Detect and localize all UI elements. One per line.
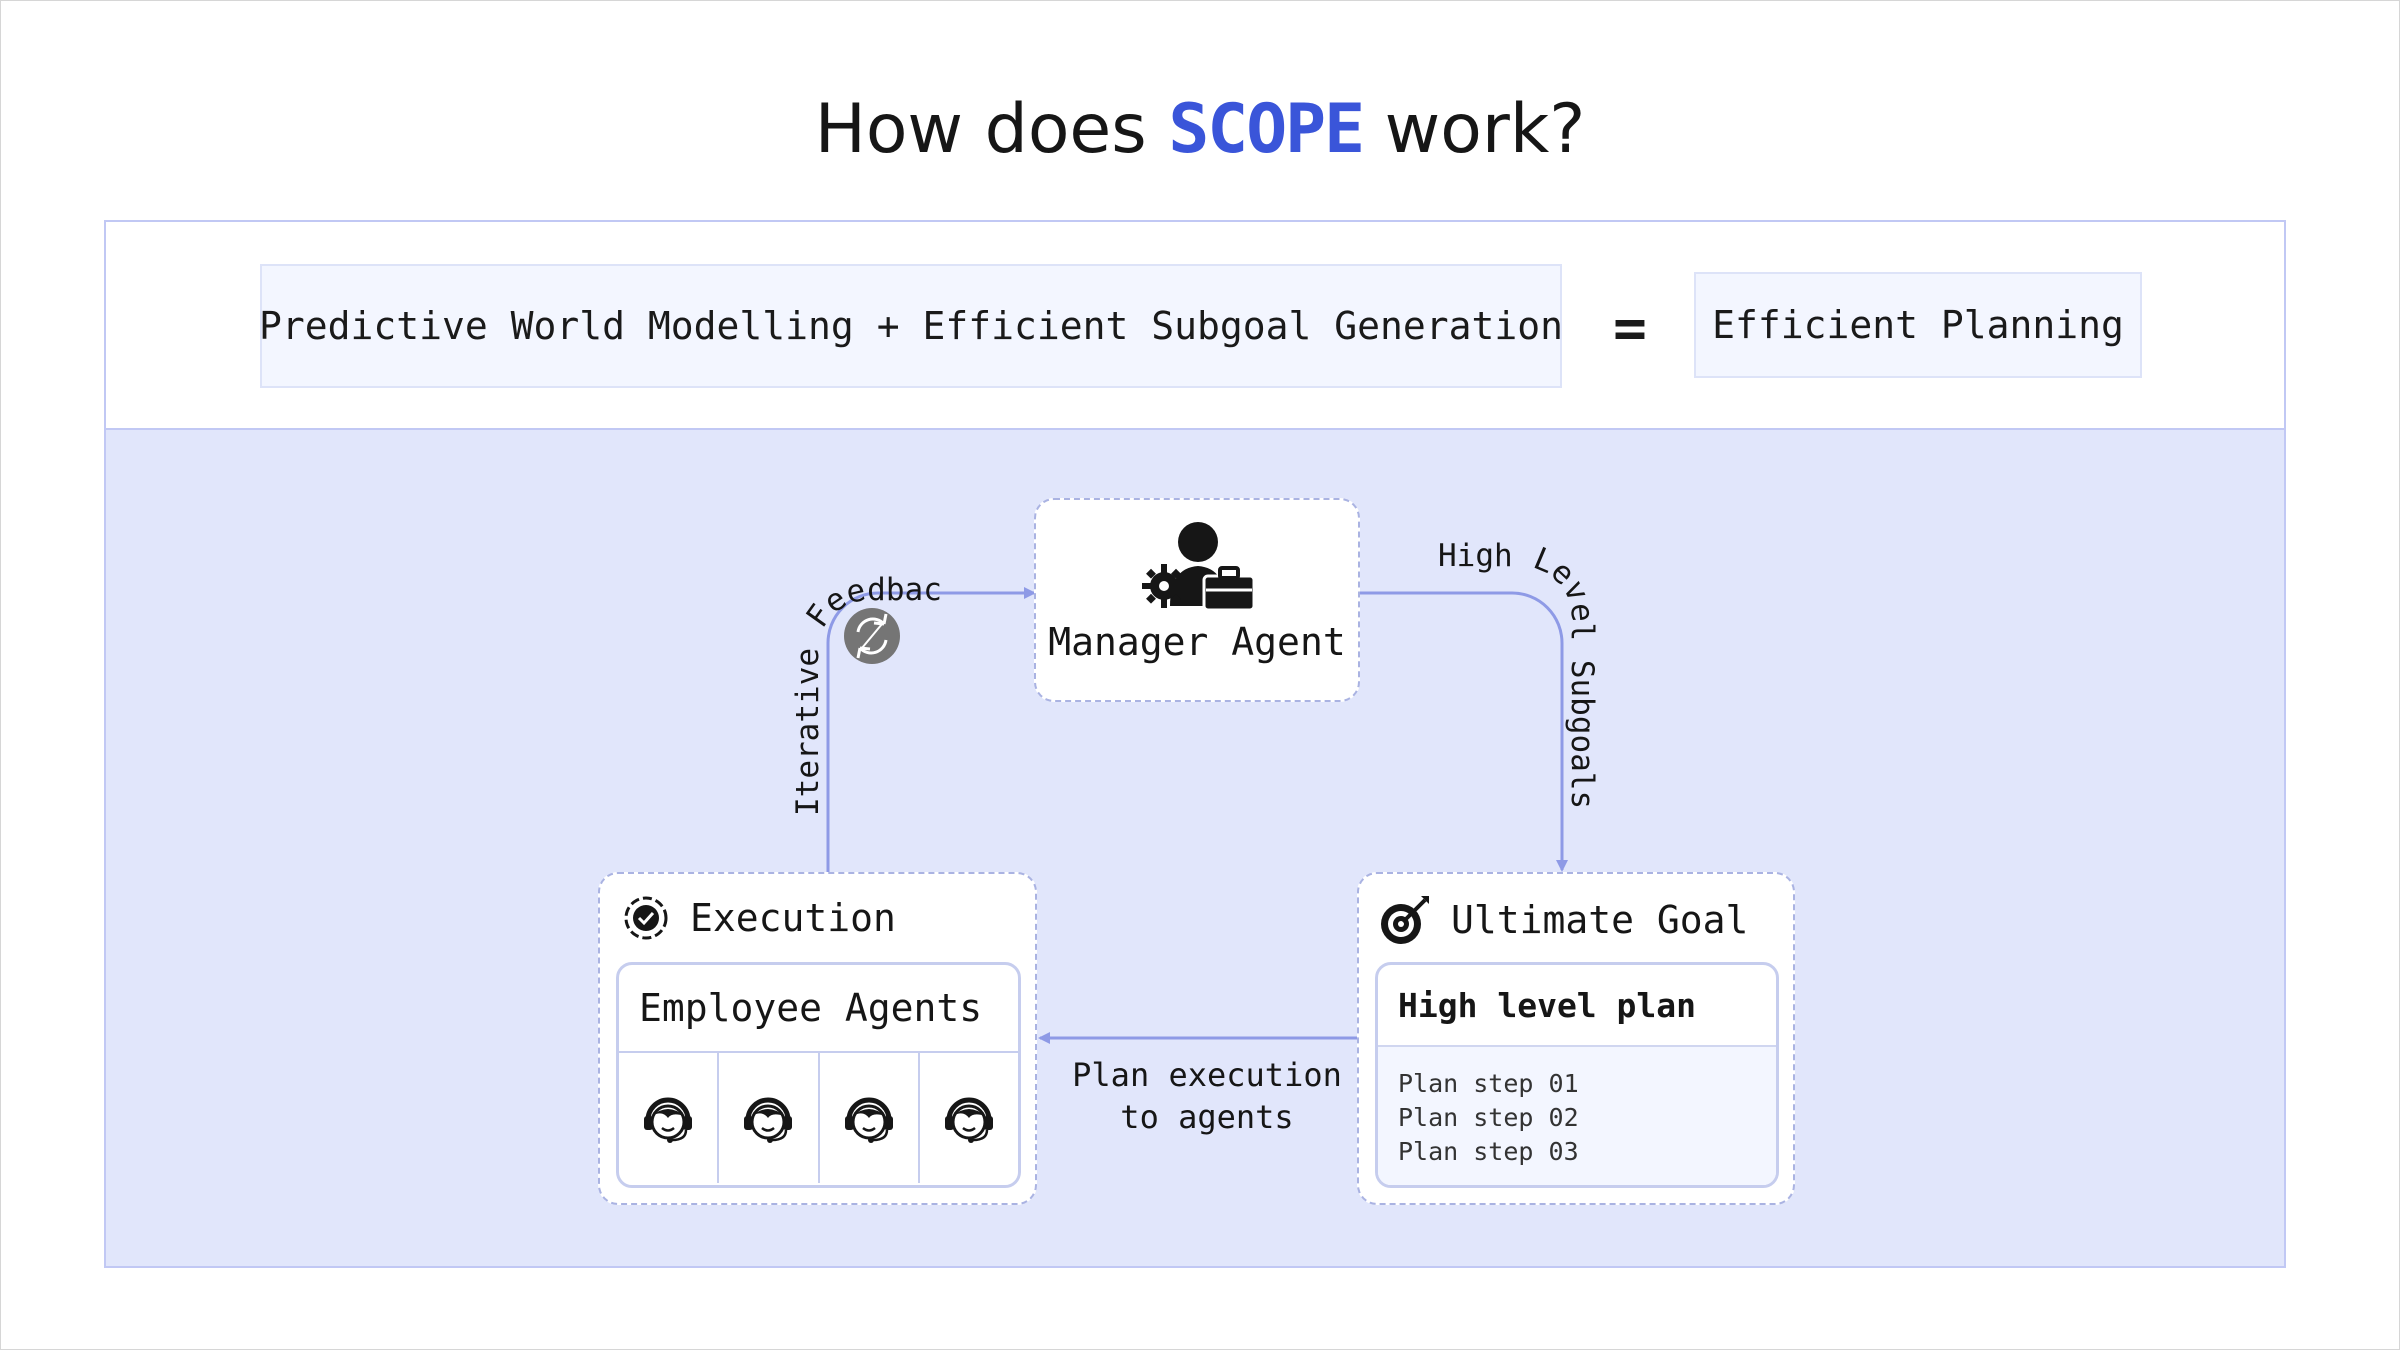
- execution-edge-line1: Plan execution: [1072, 1056, 1342, 1094]
- goal-card: Ultimate Goal High level plan Plan step …: [1357, 872, 1795, 1205]
- equation-right-text: Efficient Planning: [1712, 303, 2124, 347]
- agent-icon: [644, 1097, 693, 1143]
- gear-check-icon: [624, 896, 668, 940]
- agent-item: [719, 1053, 820, 1183]
- execution-edge-line2: to agents: [1120, 1098, 1294, 1136]
- plan-steps: Plan step 01 Plan step 02 Plan step 03: [1378, 1047, 1776, 1185]
- agent-icon: [844, 1097, 893, 1143]
- equation-right-box: Efficient Planning: [1694, 272, 2142, 378]
- plan-step: Plan step 01: [1398, 1069, 1579, 1098]
- feedback-label: Iterative Feedback: [0, 0, 942, 816]
- agent-item: [619, 1053, 720, 1183]
- employee-agents-panel: Employee Agents: [616, 962, 1021, 1188]
- plan-title: High level plan: [1378, 965, 1776, 1047]
- plan-step: Plan step 03: [1398, 1137, 1579, 1166]
- execution-header: Execution: [620, 892, 896, 944]
- goal-header: Ultimate Goal: [1377, 892, 1748, 948]
- subgoals-arrow: [1360, 591, 1568, 872]
- plan-step: Plan step 02: [1398, 1103, 1579, 1132]
- refresh-icon: [844, 608, 900, 664]
- target-icon: [1381, 896, 1429, 944]
- title-prefix: How does: [814, 90, 1147, 169]
- equation-left-text: Predictive World Modelling + Efficient S…: [258, 304, 1564, 348]
- manager-label: Manager Agent: [1048, 620, 1346, 664]
- manager-icon: [1142, 522, 1256, 612]
- agent-item: [820, 1053, 920, 1183]
- title-suffix: work?: [1384, 90, 1586, 169]
- agent-item: [920, 1053, 1018, 1183]
- employee-agents-label: Employee Agents: [619, 965, 1018, 1053]
- feedback-arrow: [826, 587, 1036, 872]
- agent-icon: [944, 1097, 993, 1143]
- execution-label: Execution: [690, 896, 896, 940]
- agent-icon: [744, 1097, 793, 1143]
- subgoals-label: High Level Subgoals: [1438, 538, 1601, 810]
- goal-label: Ultimate Goal: [1451, 898, 1749, 942]
- execution-card: Execution Employee Agents: [598, 872, 1037, 1205]
- equation-left-box: Predictive World Modelling + Efficient S…: [258, 264, 1564, 388]
- title-highlight: SCOPE: [1168, 90, 1365, 169]
- agent-list: [619, 1053, 1018, 1183]
- manager-card: Manager Agent: [1034, 498, 1360, 702]
- equation-operator: =: [1613, 295, 1647, 361]
- plan-panel: High level plan Plan step 01 Plan step 0…: [1375, 962, 1779, 1188]
- page-title: How does SCOPE work?: [0, 80, 2400, 180]
- execution-edge-label: Plan execution to agents: [1062, 1054, 1352, 1138]
